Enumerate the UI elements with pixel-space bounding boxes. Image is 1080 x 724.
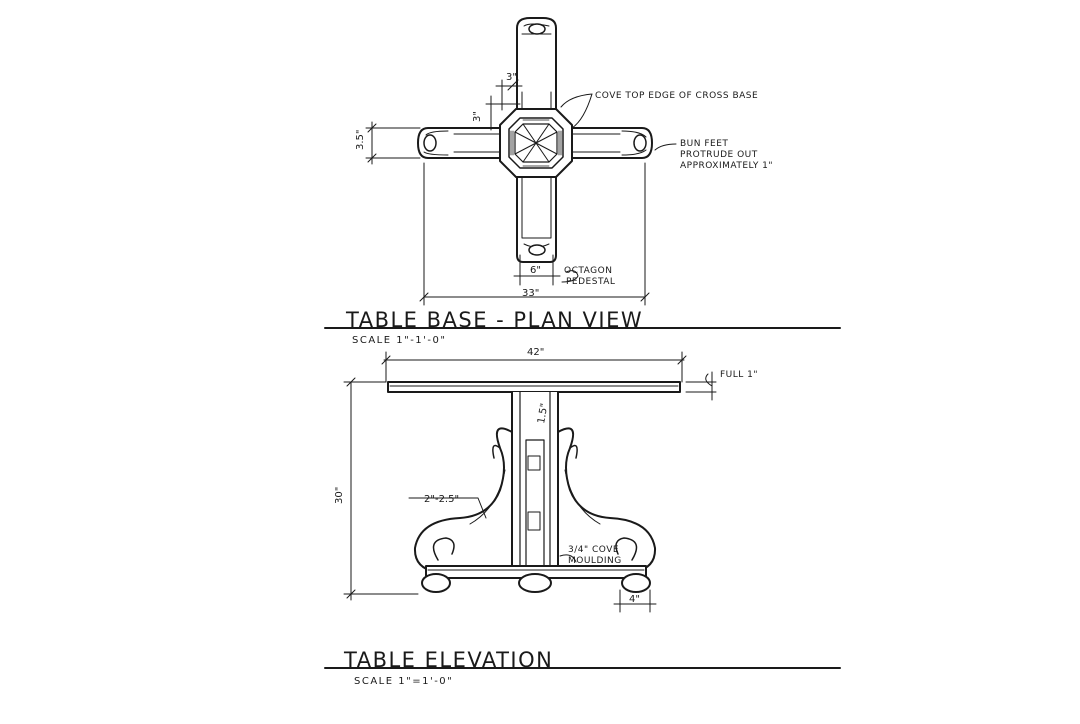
elevation-view: 42" 30" 1.5" 2"-2.5" 4" FULL 1" 3/4" COV…: [324, 347, 841, 687]
plan-arm-width-label: 3.5": [355, 129, 366, 150]
elevation-leader-lines: [408, 373, 713, 563]
table-top: [387, 381, 681, 393]
full-note: FULL 1": [720, 370, 758, 380]
plan-view: 33" 3.5" 6" 3" 3" COVE TOP EDGE OF CROSS…: [324, 17, 841, 346]
bun-feet-note-2: PROTRUDE OUT: [680, 150, 758, 160]
plan-overall-width-label: 33": [522, 288, 539, 299]
elevation-scale: SCALE 1"=1'-0": [354, 676, 453, 687]
elev-scroll-label: 2"-2.5": [424, 494, 459, 505]
bun-feet-note-3: APPROXIMATELY 1": [680, 161, 773, 171]
elevation-bun-feet: [421, 573, 651, 593]
octagon-note-2: PEDESTAL: [566, 277, 615, 287]
bun-feet: [423, 23, 647, 256]
pedestal-column: [511, 391, 559, 567]
elevation-labels: 42" 30" 1.5" 2"-2.5" 4" FULL 1" 3/4" COV…: [334, 347, 758, 605]
cove-edge-note: COVE TOP EDGE OF CROSS BASE: [595, 91, 758, 101]
plan-leader-lines: [560, 93, 677, 283]
plan-pedestal-label: 6": [530, 265, 541, 276]
elev-top-width-label: 42": [527, 347, 544, 358]
cove-moulding-note-2: MOULDING: [568, 556, 622, 566]
plan-view-scale: SCALE 1"-1'-0": [352, 335, 447, 346]
elev-column-label: 1.5": [536, 402, 550, 424]
octagon-note-1: OCTAGON: [564, 266, 612, 276]
elevation-dimension-lines: [343, 351, 717, 613]
cove-moulding-note-1: 3/4" COVE: [568, 545, 619, 555]
plan-offset-label-a: 3": [506, 72, 517, 83]
scroll-bracket-left: [413, 427, 513, 573]
octagon-pedestal: [499, 108, 573, 178]
base-plinth: [425, 565, 647, 579]
plan-dimension-lines: [365, 79, 650, 306]
plan-labels: 33" 3.5" 6" 3" 3" COVE TOP EDGE OF CROSS…: [355, 72, 773, 299]
scroll-bracket-right: [557, 427, 657, 573]
bun-feet-note-1: BUN FEET: [680, 139, 728, 149]
elev-foot-label: 4": [629, 594, 640, 605]
elev-height-label: 30": [334, 487, 345, 504]
plan-offset-label-b: 3": [472, 111, 483, 122]
